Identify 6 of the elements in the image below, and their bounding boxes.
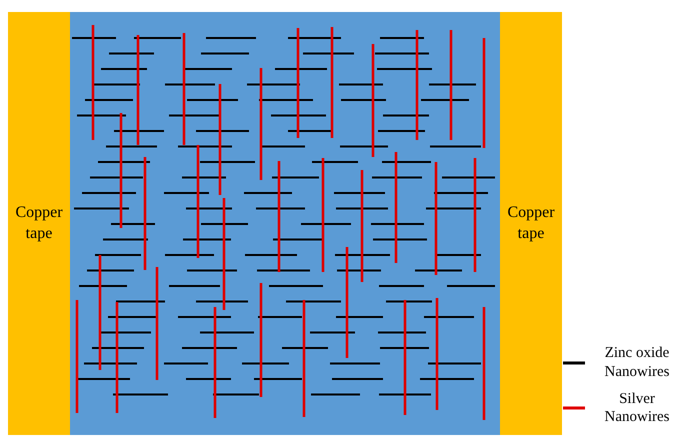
legend-label: Zinc oxide Nanowires [604,344,670,382]
tape-label: Copper tape [14,202,64,244]
legend-label: Silver Nanowires [604,390,670,427]
copper-tape-band [500,12,562,435]
copper-tape-band [8,12,70,435]
tape-label: Copper tape [506,202,556,244]
